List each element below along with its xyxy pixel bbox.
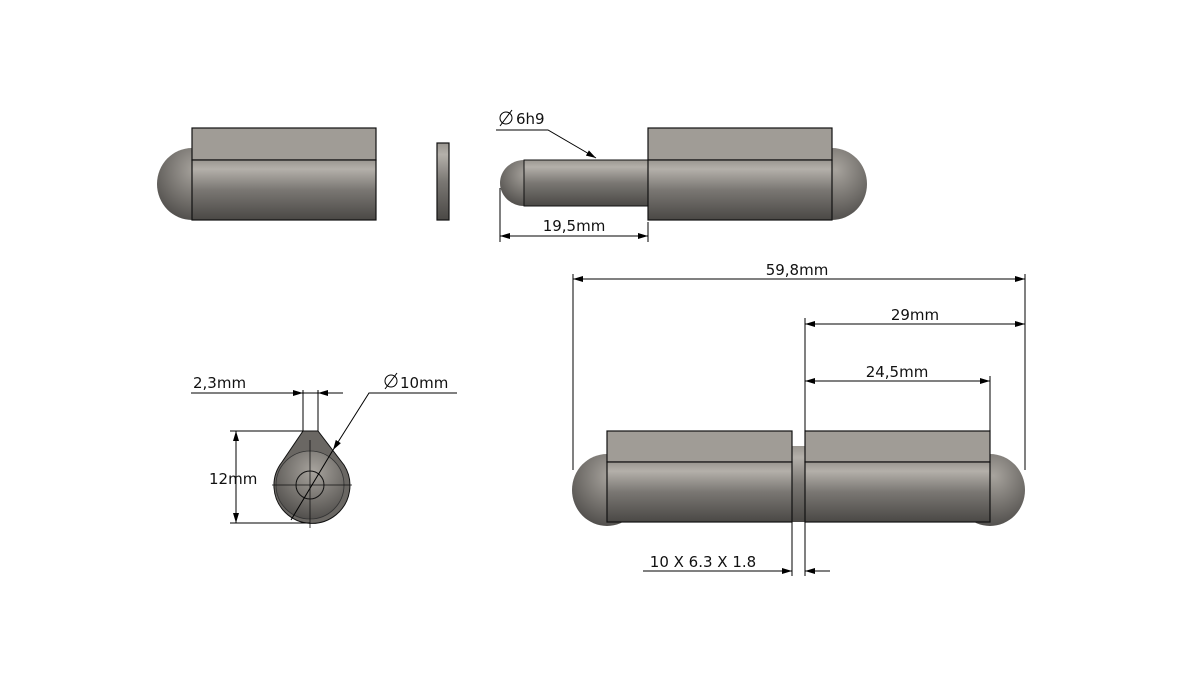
overall-length-label: 59,8mm: [766, 261, 829, 279]
leaf: [191, 127, 377, 161]
overall-length-dimension: 59,8mm: [572, 261, 1026, 470]
pin-diameter-label: 6h9: [516, 110, 545, 128]
leaf: [804, 430, 991, 463]
top-right-pin-part: [500, 127, 867, 221]
end-diameter-annotation: 10mm: [290, 372, 457, 521]
washer-gap: [792, 446, 805, 522]
right-part-label: 29mm: [891, 306, 939, 324]
top-left-hinge-part: [157, 127, 377, 221]
leaf: [606, 430, 793, 463]
barrel: [191, 159, 377, 221]
barrel: [606, 461, 793, 523]
leaf-thickness-dimension: 2,3mm: [191, 374, 343, 431]
right-leaf-label: 24,5mm: [866, 363, 929, 381]
washer-dimension: 10 X 6.3 X 1.8: [643, 522, 830, 576]
end-diameter-label: 10mm: [400, 374, 448, 392]
washer: [436, 142, 450, 221]
barrel: [804, 461, 991, 523]
end-height-dimension: 12mm: [209, 430, 310, 524]
diameter-icon: [384, 374, 398, 388]
washer-label: 10 X 6.3 X 1.8: [650, 553, 756, 571]
leaf: [647, 127, 833, 161]
pin-length-dimension: 19,5mm: [499, 188, 649, 242]
diameter-icon: [499, 111, 513, 125]
right-part-dimension: 29mm: [804, 306, 1025, 431]
end-height-label: 12mm: [209, 470, 257, 488]
leaf-thickness-label: 2,3mm: [193, 374, 246, 392]
end-view: [272, 430, 352, 528]
pin: [523, 159, 649, 207]
pin-length-label: 19,5mm: [543, 217, 606, 235]
pin-diameter-annotation: 6h9: [496, 109, 597, 159]
assembled-hinge: [572, 430, 1025, 526]
barrel: [647, 159, 833, 221]
right-leaf-dimension: 24,5mm: [805, 363, 991, 431]
